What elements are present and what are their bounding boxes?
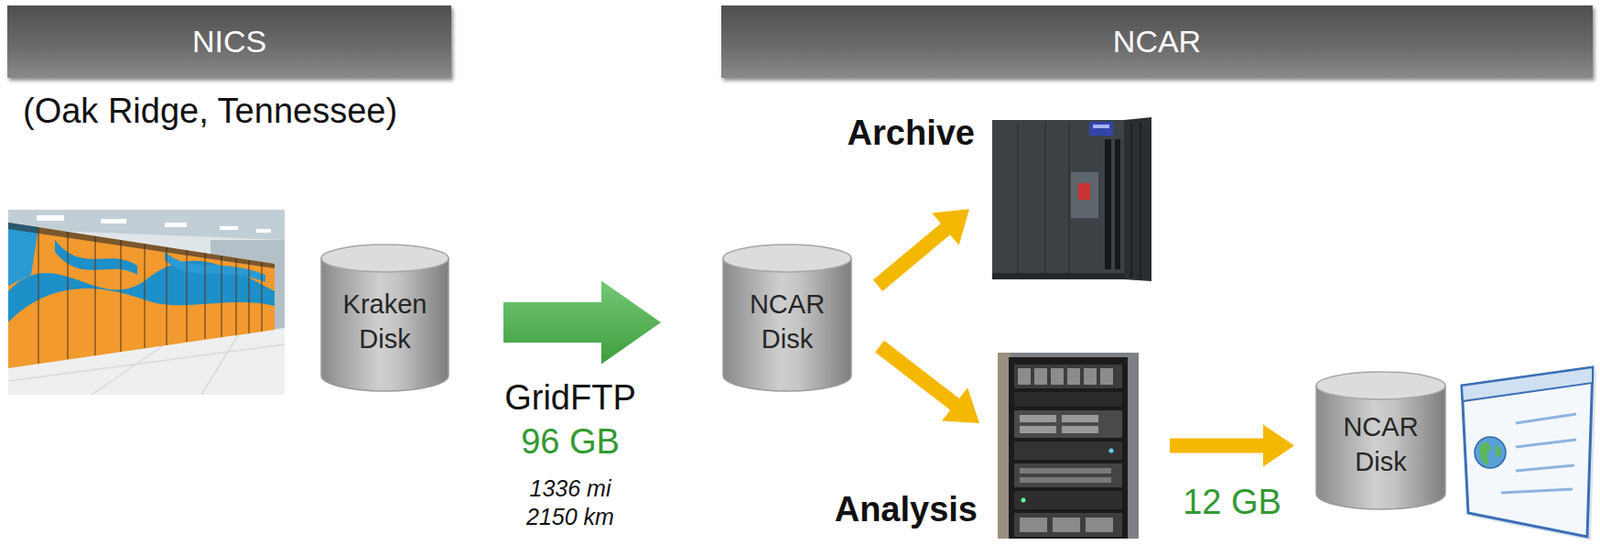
edge-label: 12 GB: [1180, 482, 1284, 523]
system-heading: Analysis: [834, 489, 978, 530]
flow-arrow: [875, 340, 980, 423]
tape-library: [992, 117, 1152, 282]
disk-label: NCAR Disk: [1321, 410, 1440, 479]
distance: 2150 km: [526, 503, 615, 530]
flow-arrow: [873, 208, 970, 292]
site-header: NCAR: [721, 5, 1593, 78]
disk-label-wrap: NCAR Disk: [1314, 397, 1448, 492]
disk-label-wrap: NCAR Disk: [721, 270, 854, 374]
header-text: NICS: [192, 23, 267, 60]
disk-label-wrap: Kraken Disk: [319, 270, 451, 374]
disk-cylinder: NCAR Disk: [721, 242, 854, 393]
cylinder-top: [1316, 371, 1446, 400]
location-note: (Oak Ridge, Tennessee): [22, 91, 398, 132]
disk-label: NCAR Disk: [728, 287, 846, 357]
data-size: 96 GB: [520, 421, 620, 463]
transfer-arrow: [503, 280, 661, 364]
cylinder-body: [1316, 385, 1446, 509]
distance: 1336 mi: [529, 475, 612, 502]
archive-system: Archive: [992, 117, 1152, 282]
analysis-system: Analysis: [997, 352, 1139, 539]
disk-cylinder: NCAR Disk: [1314, 369, 1448, 511]
cylinder-top: [321, 244, 449, 272]
cylinder-body: [321, 258, 449, 391]
cylinder-top: [723, 244, 852, 272]
browser-icon: [1461, 367, 1597, 541]
kraken-supercomputer: [8, 209, 285, 395]
edge-label: GridFTP: [502, 378, 638, 419]
disk-label: Kraken Disk: [326, 287, 444, 357]
flow-arrow: [1169, 424, 1295, 467]
system-heading: Archive: [847, 113, 975, 153]
disk-cylinder: Kraken Disk: [319, 242, 451, 393]
site-header: NICS: [7, 5, 452, 78]
header-text: NCAR: [1113, 23, 1201, 60]
cylinder-body: [723, 258, 852, 391]
server-rack: [997, 352, 1139, 539]
